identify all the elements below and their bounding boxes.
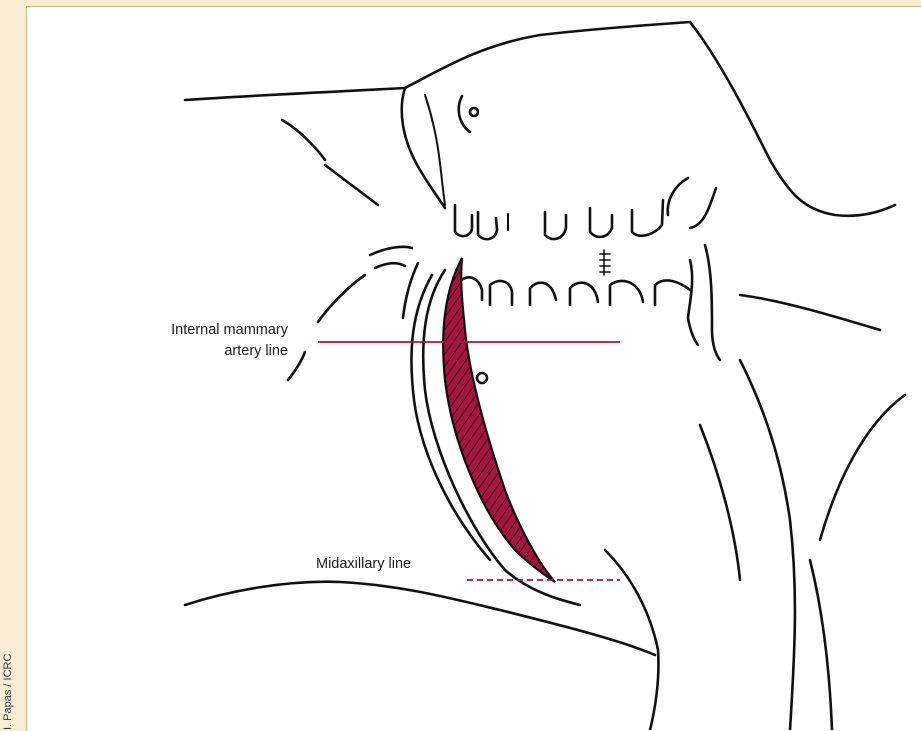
arm-crease — [282, 120, 325, 160]
internal-mammary-label-line2: artery line — [224, 343, 288, 359]
nipple-outline — [459, 96, 470, 132]
incision-hatched — [443, 258, 555, 582]
internal-mammary-label-line1: Internal mammary — [171, 322, 289, 338]
body-outline — [185, 22, 905, 730]
arm-crease-2 — [325, 165, 378, 205]
arm-upper-contour — [185, 22, 690, 100]
shoulder-contour — [690, 22, 895, 216]
nipple — [470, 108, 478, 116]
lower-nipple — [477, 373, 487, 383]
midaxillary-label: Midaxillary line — [316, 556, 411, 572]
